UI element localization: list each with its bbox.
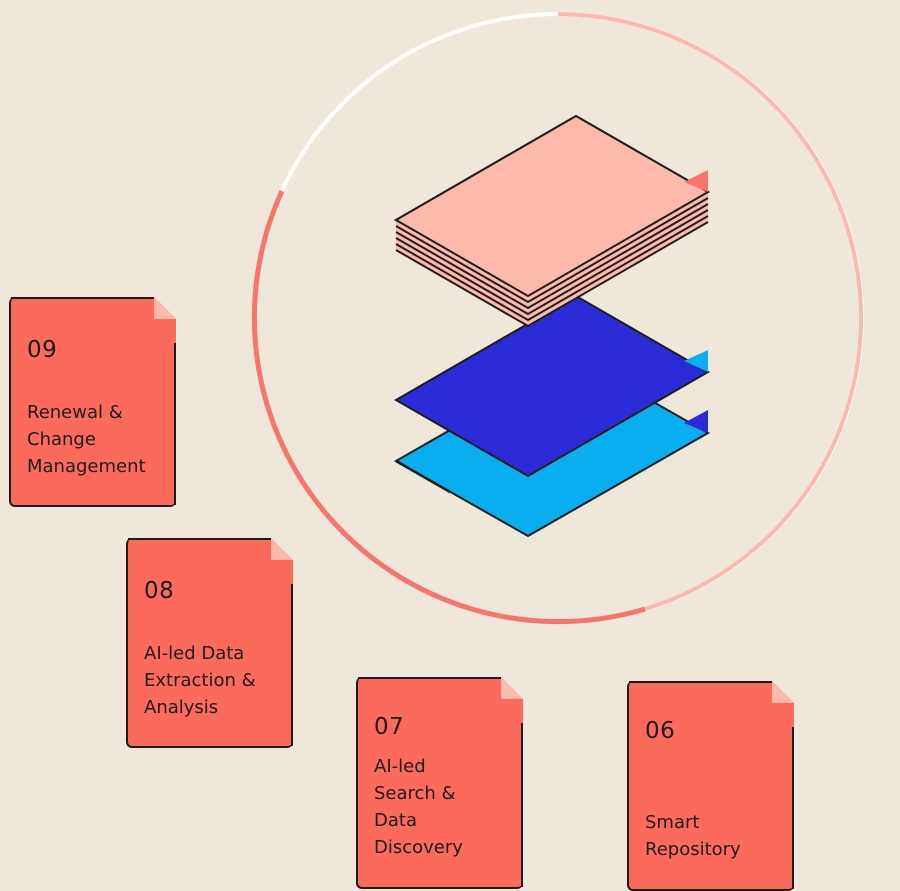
- card-right-edge: [174, 343, 176, 505]
- step-label: AI-led Search & Data Discovery: [374, 756, 463, 858]
- step-label: Smart Repository: [645, 812, 741, 860]
- step-card-09: 09 Renewal & Change Management: [9, 297, 176, 507]
- card-top-edge: [11, 297, 154, 299]
- sheet-stack-salmon: [393, 114, 711, 328]
- step-card-07: 07 AI-led Search & Data Discovery: [356, 677, 523, 889]
- step-number: 09: [27, 337, 58, 363]
- card-top-edge: [629, 681, 772, 683]
- step-number: 06: [645, 718, 676, 744]
- sheet-blue: [393, 294, 711, 478]
- card-top-edge: [358, 677, 501, 679]
- ring-light-arc-right: [557, 12, 864, 611]
- step-number: 07: [374, 714, 405, 740]
- step-label: AI-led Data Extraction & Analysis: [144, 643, 256, 718]
- step-label: Renewal & Change Management: [27, 402, 146, 477]
- card-right-edge: [792, 727, 794, 889]
- step-card-08: 08 AI-led Data Extraction & Analysis: [126, 538, 293, 748]
- progress-ring: [251, 12, 864, 625]
- step-number: 08: [144, 578, 175, 604]
- card-right-edge: [291, 584, 293, 746]
- card-top-edge: [128, 538, 271, 540]
- step-card-06: 06 Smart Repository: [627, 681, 794, 891]
- card-right-edge: [521, 723, 523, 887]
- ring-strong-arc-bottom: [251, 189, 646, 625]
